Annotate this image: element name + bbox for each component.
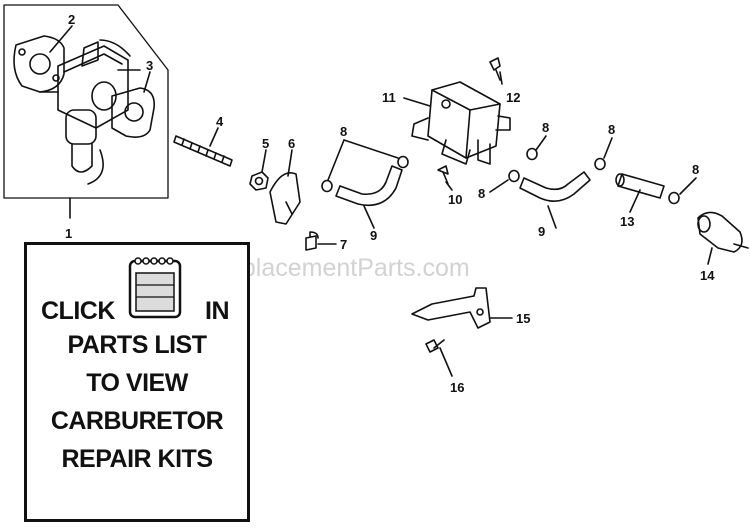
callout-4: 4 [216, 114, 224, 129]
callout-9a: 9 [370, 228, 377, 243]
part-9-hose-right [519, 171, 591, 202]
part-7-clip [305, 231, 319, 251]
part-14-fuel-filter [697, 211, 749, 253]
leader-10 [445, 181, 453, 191]
part-13-tube [617, 173, 665, 199]
part-4-stud [173, 135, 233, 167]
leader-9a [363, 205, 375, 229]
callout-5: 5 [262, 136, 269, 151]
callout-1: 1 [65, 226, 72, 241]
callout-8d: 8 [608, 122, 615, 137]
leader-16 [439, 347, 453, 377]
part-3-gasket [111, 87, 156, 138]
part-11-fuel-pump [411, 81, 511, 165]
leader-14 [707, 247, 713, 265]
callout-10: 10 [448, 192, 462, 207]
callout-8a: 8 [340, 124, 347, 139]
callout-3: 3 [146, 58, 153, 73]
carburetor-kits-notice: CLICK IN PARTS LIST TO VIEW CARBURETOR R… [24, 242, 250, 522]
leader-6 [287, 149, 293, 177]
callout-7: 7 [340, 237, 347, 252]
leader-9b [547, 205, 557, 229]
callout-14: 14 [700, 268, 715, 283]
callout-8e: 8 [692, 162, 699, 177]
part-12-screw [489, 57, 501, 81]
part-10-screw [437, 165, 449, 185]
callout-12: 12 [506, 90, 520, 105]
leader-12 [499, 71, 503, 85]
assembly-bracket [3, 4, 169, 199]
leader-2 [49, 25, 73, 53]
notice-line-to-view: TO VIEW [86, 369, 188, 397]
leader-4 [209, 127, 219, 147]
callout-8c: 8 [478, 186, 485, 201]
callout-2: 2 [68, 12, 75, 27]
part-8-clamps [321, 147, 680, 205]
part-5-nut [249, 171, 269, 191]
leader-3 [143, 71, 151, 93]
part-16-screw [425, 339, 445, 353]
notice-line-parts-list: PARTS LIST [67, 331, 207, 359]
callout-6: 6 [288, 136, 295, 151]
part-1-carburetor [39, 39, 141, 185]
leader-13 [629, 189, 641, 213]
callout-16: 16 [450, 380, 464, 395]
part-9-hose-left [335, 165, 403, 207]
callout-13: 13 [620, 214, 634, 229]
notice-line-carburetor: CARBURETOR [50, 407, 224, 435]
leader-11 [403, 97, 431, 107]
part-6-bracket [269, 172, 301, 225]
callout-9b: 9 [538, 224, 545, 239]
notice-in-word: IN [205, 297, 230, 325]
callout-8b: 8 [542, 120, 549, 135]
notice-click-word: CLICK [41, 297, 115, 325]
callout-15: 15 [516, 311, 530, 326]
callout-11: 11 [382, 90, 396, 105]
notice-line-repair-kits: REPAIR KITS [61, 445, 214, 473]
part-15-bracket [411, 287, 491, 329]
leader-5 [261, 149, 267, 173]
notepad-icon[interactable] [127, 255, 183, 319]
